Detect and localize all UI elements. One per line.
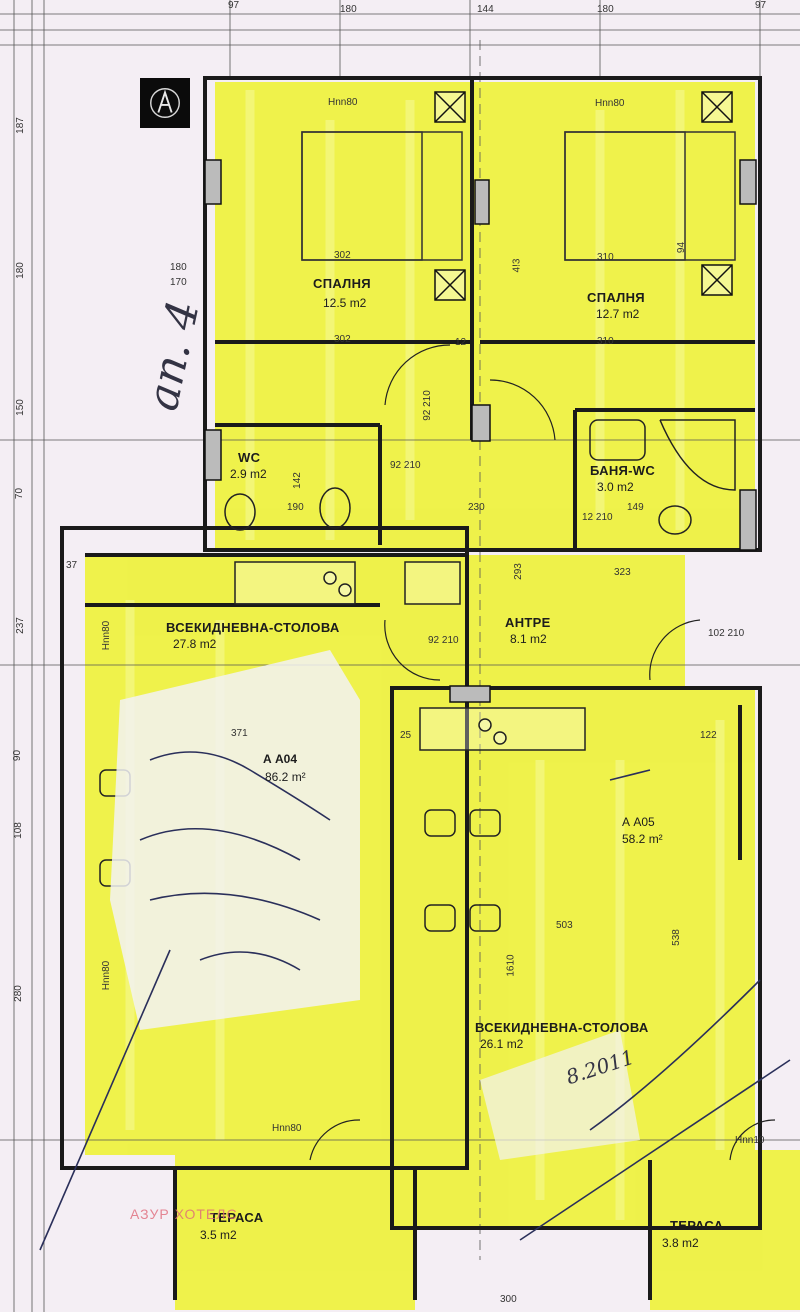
wc-name: WC xyxy=(238,450,261,465)
dim-left-0: 187 xyxy=(14,117,26,134)
dim-misc-6: 170 xyxy=(170,277,187,288)
dim-left-2: 150 xyxy=(14,399,26,416)
bath-area: 3.0 m2 xyxy=(597,480,634,494)
dim-door-1: 92 210 xyxy=(390,460,421,471)
dim-misc-1: 190 xyxy=(287,502,304,513)
dim-window-4: Hnn80 xyxy=(272,1123,302,1134)
living-2-area: 26.1 m2 xyxy=(480,1037,524,1051)
dim-misc-2: 149 xyxy=(627,502,644,513)
dim-width-3: 310 xyxy=(597,336,614,347)
dim-left-6: 108 xyxy=(12,822,24,839)
bedroom-2-area: 12.7 m2 xyxy=(596,307,640,321)
dim-left-1: 180 xyxy=(14,262,26,279)
dim-left-5: 90 xyxy=(12,749,24,762)
dim-door-3: 102 210 xyxy=(708,628,745,639)
pen-marks xyxy=(39,751,791,1251)
dim-top-3: 180 xyxy=(597,4,614,15)
dim-top-0: 97 xyxy=(228,0,240,11)
dim-window-3: Hnn80 xyxy=(101,960,113,991)
dim-width-7: 371 xyxy=(231,728,248,739)
dim-misc-3: 12 xyxy=(455,337,467,348)
dim-width-5: 293 xyxy=(512,563,524,580)
living-1-name: ВСЕКИДНЕВНА-СТОЛОВА xyxy=(166,620,340,635)
dim-top-4: 97 xyxy=(755,0,767,11)
agency-watermark: АЗУР ХОТЕЛС xyxy=(130,1206,238,1222)
door-swings xyxy=(309,344,776,1161)
terrace-1-name: ТЕРАСА xyxy=(210,1210,264,1225)
unit-a05-name: А А05 xyxy=(622,815,655,829)
dim-door-0: 92 210 xyxy=(421,390,433,421)
dim-width-6: 323 xyxy=(614,567,631,578)
living-2-name: ВСЕКИДНЕВНА-СТОЛОВА xyxy=(475,1020,649,1035)
unit-a04-area: 86.2 m² xyxy=(265,770,306,784)
unit-a04-name: А А04 xyxy=(263,752,298,766)
monogram-a-logo-icon xyxy=(150,88,180,118)
dim-window-5: Hnn10 xyxy=(735,1135,765,1146)
dim-left-3: 70 xyxy=(14,487,26,500)
terrace-2-name: ТЕРАСА xyxy=(670,1218,724,1233)
dim-misc-11: 94 xyxy=(676,241,688,254)
dim-width-4: 230 xyxy=(468,502,485,513)
vent-icons xyxy=(434,91,733,301)
dim-misc-9: 1610 xyxy=(505,954,517,977)
dim-misc-10: 122 xyxy=(700,730,717,741)
dim-misc-0: 142 xyxy=(291,472,303,489)
dim-top-1: 180 xyxy=(340,4,357,15)
monogram-logo xyxy=(140,78,190,128)
bedroom-2-name: СПАЛНЯ xyxy=(587,290,645,305)
walls xyxy=(60,76,762,1300)
dim-width-9: 538 xyxy=(670,929,682,946)
dim-width-8: 503 xyxy=(556,920,573,931)
unit-a05-area: 58.2 m² xyxy=(622,832,663,846)
living-1-area: 27.8 m2 xyxy=(173,637,217,651)
bath-name: БАНЯ-WC xyxy=(590,463,656,478)
hall-name: АНТРЕ xyxy=(505,615,551,630)
bedroom-1-area: 12.5 m2 xyxy=(323,296,367,310)
dim-misc-4: 25 xyxy=(400,730,412,741)
dim-width-1: 310 xyxy=(597,252,614,263)
white-out-scribble xyxy=(110,650,640,1160)
dim-door-4: 12 210 xyxy=(582,512,613,523)
beds xyxy=(301,131,736,261)
bath-fixtures xyxy=(224,419,736,535)
dim-top-2: 144 xyxy=(477,4,494,15)
wc-area: 2.9 m2 xyxy=(230,467,267,481)
bedroom-1-name: СПАЛНЯ xyxy=(313,276,371,291)
terrace-2-area: 3.8 m2 xyxy=(662,1236,699,1250)
dim-misc-8: 4!3 xyxy=(511,258,523,273)
dim-left-7: 280 xyxy=(12,985,24,1002)
dim-door-2: 92 210 xyxy=(428,635,459,646)
wall-hatching xyxy=(204,159,757,703)
dim-left-4: 237 xyxy=(14,617,26,634)
kitchen-units xyxy=(234,561,586,751)
dim-window-0: Hnn80 xyxy=(328,97,358,108)
dim-misc-5: 37 xyxy=(66,560,78,571)
dim-width-0: 302 xyxy=(334,250,351,261)
hall-area: 8.1 m2 xyxy=(510,632,547,646)
dim-window-2: Hnn80 xyxy=(101,620,113,651)
dim-width-2: 302 xyxy=(334,334,351,345)
terrace-1-area: 3.5 m2 xyxy=(200,1228,237,1242)
dim-misc-7: 180 xyxy=(170,262,187,273)
dim-width-10: 300 xyxy=(500,1294,517,1305)
dim-window-1: Hnn80 xyxy=(595,98,625,109)
